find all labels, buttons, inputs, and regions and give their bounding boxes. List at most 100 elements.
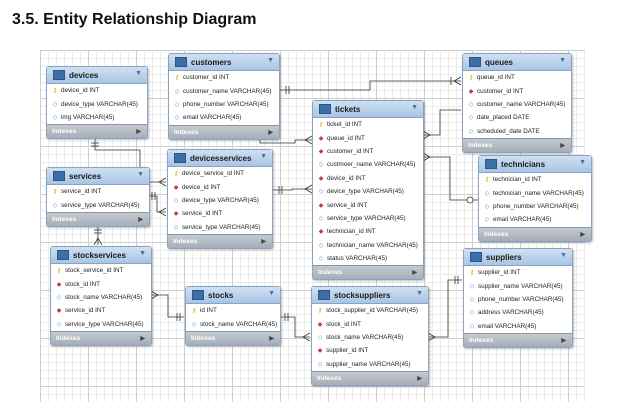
indexes-footer[interactable]: Indexes▶: [479, 226, 591, 241]
column-row[interactable]: ⚷service_id INT: [47, 185, 149, 198]
column-row[interactable]: ◇status VARCHAR(45): [313, 252, 423, 265]
indexes-label: Indexes: [317, 374, 342, 382]
expand-arrow-icon[interactable]: ▶: [269, 335, 274, 342]
table-stocksuppliers[interactable]: stocksuppliers ▼ ⚷stock_supplier_id VARC…: [311, 286, 429, 386]
chevron-down-icon[interactable]: ▼: [267, 57, 274, 64]
column-row[interactable]: ◇device_type VARCHAR(45): [47, 97, 147, 110]
column-row[interactable]: ◇phone_number VARCHAR(45): [169, 98, 279, 111]
column-row[interactable]: ⚷device_service_id INT: [168, 167, 272, 180]
indexes-footer[interactable]: Indexes▶: [47, 124, 147, 139]
column-row[interactable]: ◇phone_number VARCHAR(45): [479, 200, 591, 213]
column-row[interactable]: ◆device_id INT: [313, 172, 423, 185]
table-customers[interactable]: customers ▼ ⚷customer_id INT ◇customer_n…: [168, 53, 280, 140]
indexes-footer[interactable]: Indexes▶: [463, 137, 571, 152]
table-queues[interactable]: queues ▼ ⚷queue_id INT ◆customer_id INT …: [462, 53, 572, 153]
chevron-down-icon[interactable]: ▼: [135, 70, 142, 77]
chevron-down-icon[interactable]: ▼: [559, 57, 566, 64]
column-row[interactable]: ◆service_id INT: [51, 304, 151, 317]
column-row[interactable]: ◇stock_name VARCHAR(45): [186, 317, 280, 330]
expand-arrow-icon[interactable]: ▶: [268, 129, 273, 136]
column-row[interactable]: ⚷stock_supplier_id VARCHAR(45): [312, 304, 428, 317]
indexes-footer[interactable]: Indexes ▶: [312, 370, 428, 385]
indexes-footer[interactable]: Indexes▶: [51, 330, 151, 345]
chevron-down-icon[interactable]: ▼: [579, 159, 586, 166]
column-row[interactable]: ◇email VARCHAR(45): [169, 111, 279, 124]
indexes-footer[interactable]: Indexes▶: [313, 265, 423, 280]
column-row[interactable]: ◆supplier_id INT: [312, 344, 428, 357]
column-row[interactable]: ◇customer_name VARCHAR(45): [169, 84, 279, 97]
expand-arrow-icon[interactable]: ▶: [417, 375, 422, 382]
table-technicians[interactable]: technicians ▼ ⚷technician_id INT ◇techni…: [478, 155, 592, 242]
expand-arrow-icon[interactable]: ▶: [580, 231, 585, 238]
column-row[interactable]: ◇scheduled_date DATE: [463, 125, 571, 138]
table-suppliers[interactable]: suppliers ▼ ⚷supplier_id INT ◇supplier_n…: [463, 248, 573, 348]
column-row[interactable]: ◆stock_id INT: [51, 277, 151, 290]
chevron-down-icon[interactable]: ▼: [137, 171, 144, 178]
indexes-footer[interactable]: Indexes▶: [168, 233, 272, 248]
column-row[interactable]: ◇date_placed DATE: [463, 111, 571, 124]
expand-arrow-icon[interactable]: ▶: [560, 142, 565, 149]
expand-arrow-icon[interactable]: ▶: [138, 216, 143, 223]
column-row[interactable]: ◇supplier_name VARCHAR(45): [464, 279, 572, 292]
column-row[interactable]: ◇service_type VARCHAR(45): [47, 198, 149, 211]
column-row[interactable]: ◇service_type VARCHAR(45): [51, 318, 151, 331]
chevron-down-icon[interactable]: ▼: [260, 153, 267, 160]
indexes-footer[interactable]: Indexes▶: [464, 332, 572, 347]
table-stockservices[interactable]: stockservices ▼ ⚷stock_service_id INT ◆s…: [50, 246, 152, 346]
chevron-down-icon[interactable]: ▼: [560, 252, 567, 259]
column-row[interactable]: ⚷supplier_id INT: [464, 266, 572, 279]
column-row[interactable]: ◇email VARCHAR(45): [479, 213, 591, 226]
table-icon: [174, 153, 186, 163]
table-services[interactable]: services ▼ ⚷service_id INT ◇service_type…: [46, 167, 150, 227]
column-row[interactable]: ◇phone_number VARCHAR(45): [464, 293, 572, 306]
column-row[interactable]: ◇service_type VARCHAR(45): [168, 221, 272, 234]
expand-arrow-icon[interactable]: ▶: [412, 270, 417, 277]
column-row[interactable]: ⚷device_id INT: [47, 84, 147, 97]
column-label: device_type VARCHAR(45): [182, 196, 259, 204]
column-row[interactable]: ◇img VARCHAR(45): [47, 111, 147, 124]
expand-arrow-icon[interactable]: ▶: [140, 335, 145, 342]
column-row[interactable]: ◇supplier_name VARCHAR(45): [312, 358, 428, 371]
expand-arrow-icon[interactable]: ▶: [136, 129, 141, 136]
table-tickets[interactable]: tickets ▼ ⚷ticket_id INT ◆queue_id INT ◆…: [312, 100, 424, 281]
column-row[interactable]: ⚷ticket_id INT: [313, 118, 423, 131]
column-row[interactable]: ◆stock_id INT: [312, 317, 428, 330]
column-row[interactable]: ◇custmoer_name VARCHAR(45): [313, 158, 423, 171]
column-row[interactable]: ◇device_type VARCHAR(45): [168, 194, 272, 207]
column-row[interactable]: ◆queue_id INT: [313, 131, 423, 144]
table-stocks[interactable]: stocks ▼ ⚷id INT ◇stock_name VARCHAR(45)…: [185, 286, 281, 346]
column-row[interactable]: ◇address VARCHAR(45): [464, 306, 572, 319]
expand-arrow-icon[interactable]: ▶: [561, 337, 566, 344]
column-row[interactable]: ◆technician_id INT: [313, 225, 423, 238]
expand-arrow-icon[interactable]: ▶: [261, 238, 266, 245]
column-row[interactable]: ◇technician_name VARCHAR(45): [479, 186, 591, 199]
column-row[interactable]: ◆device_id INT: [168, 180, 272, 193]
chevron-down-icon[interactable]: ▼: [416, 290, 423, 297]
column-row[interactable]: ◇stock_name VARCHAR(45): [312, 331, 428, 344]
column-label: supplier_name VARCHAR(45): [478, 282, 563, 290]
column-row[interactable]: ◇service_type VARCHAR(45): [313, 212, 423, 225]
column-row[interactable]: ◆customer_id INT: [313, 145, 423, 158]
column-row[interactable]: ◇customer_name VARCHAR(45): [463, 98, 571, 111]
column-row[interactable]: ⚷stock_service_id INT: [51, 264, 151, 277]
column-row[interactable]: ◇technician_name VARCHAR(45): [313, 239, 423, 252]
column-row[interactable]: ◆service_id INT: [313, 198, 423, 211]
chevron-down-icon[interactable]: ▼: [411, 104, 418, 111]
column-row[interactable]: ⚷queue_id INT: [463, 71, 571, 84]
indexes-footer[interactable]: Indexes▶: [47, 211, 149, 226]
column-row[interactable]: ⚷technician_id INT: [479, 173, 591, 186]
key-icon: ⚷: [191, 308, 197, 315]
column-row[interactable]: ◆service_id INT: [168, 207, 272, 220]
column-row[interactable]: ◇email VARCHAR(45): [464, 320, 572, 333]
table-devicesservices[interactable]: devicesservices ▼ ⚷device_service_id INT…: [167, 149, 273, 249]
column-row[interactable]: ◇stock_name VARCHAR(45): [51, 291, 151, 304]
column-row[interactable]: ⚷customer_id INT: [169, 71, 279, 84]
chevron-down-icon[interactable]: ▼: [268, 290, 275, 297]
column-row[interactable]: ⚷id INT: [186, 304, 280, 317]
indexes-footer[interactable]: Indexes▶: [186, 330, 280, 345]
table-devices[interactable]: devices ▼ ⚷device_id INT ◇device_type VA…: [46, 66, 148, 140]
indexes-footer[interactable]: Indexes▶: [169, 124, 279, 139]
chevron-down-icon[interactable]: ▼: [139, 250, 146, 257]
column-row[interactable]: ◇device_type VARCHAR(45): [313, 185, 423, 198]
column-row[interactable]: ◆customer_id INT: [463, 84, 571, 97]
